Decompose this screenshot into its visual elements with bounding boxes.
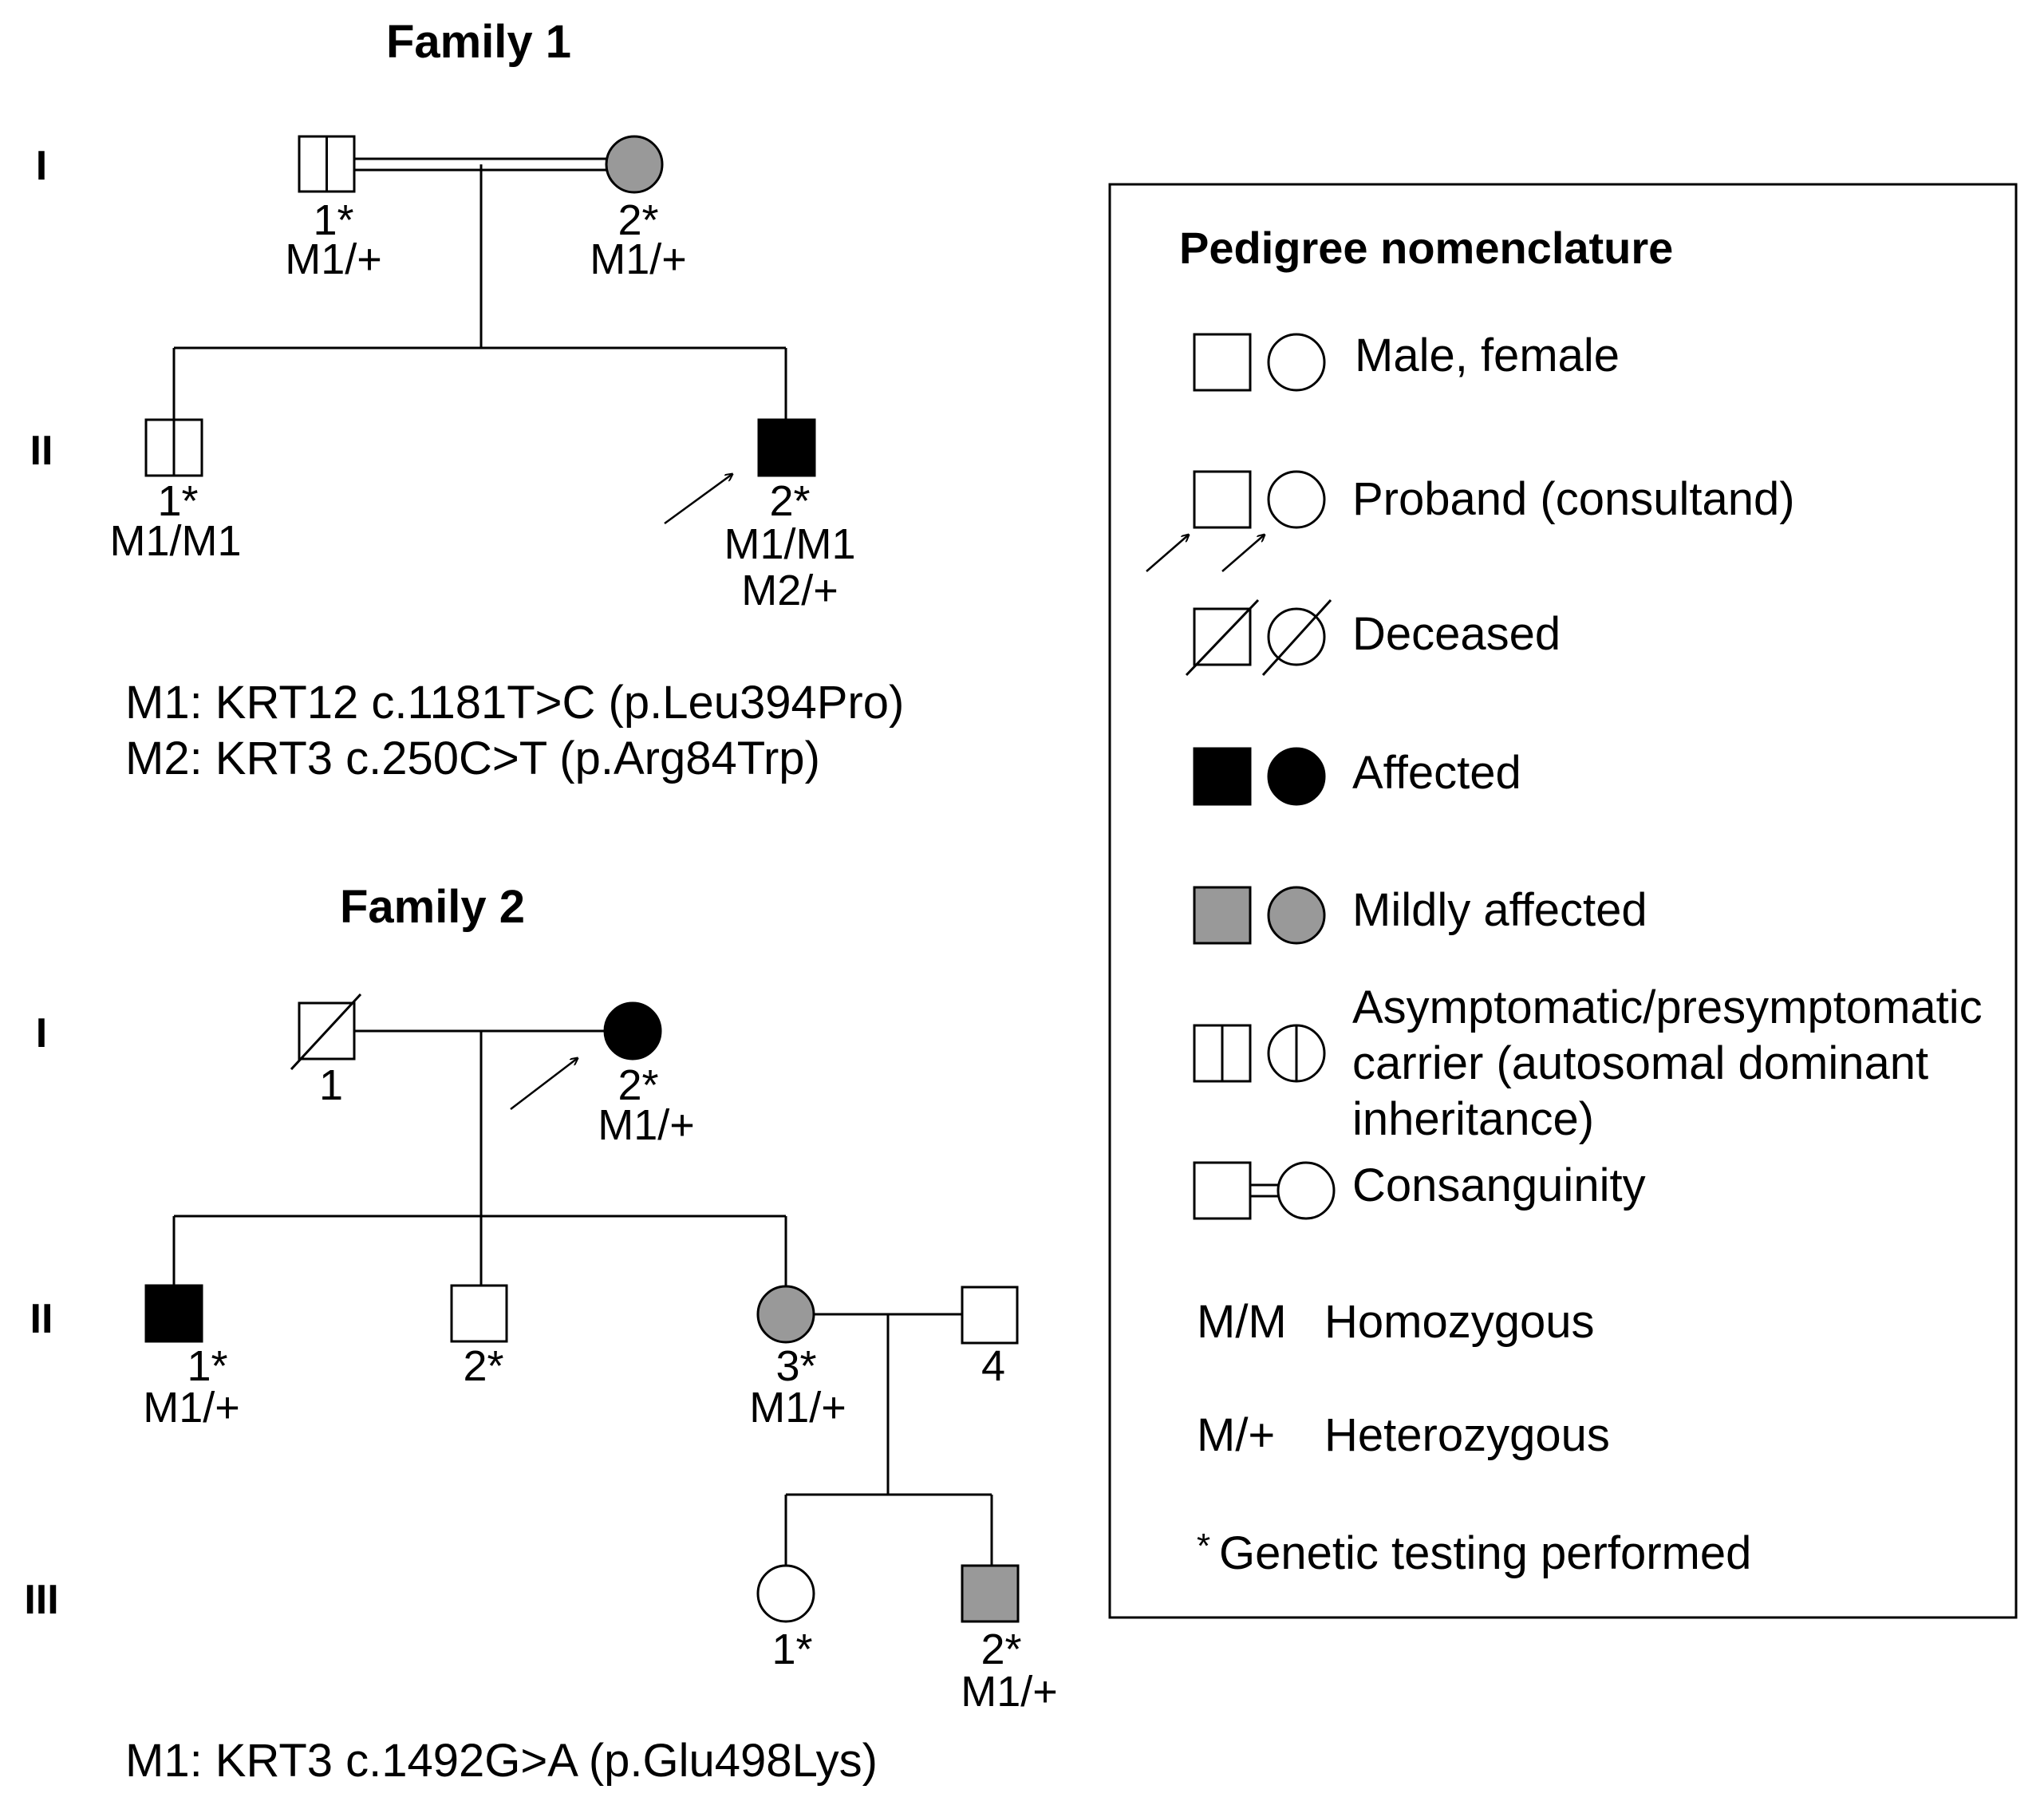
family2-mutation-1: M1: KRT3 c.1492G>A (p.Glu498Lys) — [125, 1735, 878, 1787]
family1-lines — [172, 157, 787, 420]
family2-I2-id: 2* — [618, 1061, 658, 1109]
legend-carrier-male-icon — [1193, 1024, 1252, 1083]
family2-lines — [172, 1029, 993, 1566]
legend-asterisk: * — [1197, 1527, 1210, 1566]
legend-carrier-female-icon — [1267, 1024, 1326, 1083]
legend-affected-female-icon — [1267, 747, 1326, 806]
legend-proband-female-icon — [1267, 470, 1326, 529]
legend-carrier-label-line1: Asymptomatic/presymptomatic — [1352, 982, 1983, 1033]
legend-deceased-male-icon — [1185, 598, 1260, 677]
family1-II2-id: 2* — [769, 477, 810, 525]
family2-I2-affected-female-symbol — [603, 1001, 662, 1061]
family1-II1-genotype: M1/M1 — [109, 517, 241, 565]
family2-title: Family 2 — [340, 881, 525, 933]
legend-consanguinity-label: Consanguinity — [1352, 1159, 1646, 1211]
legend-proband-arrow-female-icon — [1221, 535, 1265, 572]
legend-male-female-label: Male, female — [1355, 330, 1620, 381]
family2-II1-affected-male-symbol — [144, 1284, 203, 1343]
family1-mutation-2: M2: KRT3 c.250C>T (p.Arg84Trp) — [125, 733, 820, 784]
legend-affected-label: Affected — [1352, 747, 1521, 799]
family2-II3-genotype: M1/+ — [749, 1384, 846, 1432]
family2-III2-genotype: M1/+ — [961, 1668, 1058, 1716]
family2-II4-male-symbol — [961, 1286, 1019, 1345]
family1-I2-mild-female-symbol — [605, 135, 664, 194]
legend-mildly-affected-label: Mildly affected — [1352, 884, 1647, 936]
family2-III2-id: 2* — [981, 1625, 1021, 1673]
family2-II2-male-symbol — [450, 1284, 508, 1343]
family1-gen-II: II — [30, 428, 53, 474]
family2-III1-id: 1* — [771, 1625, 812, 1673]
legend-consanguinity-icon — [1193, 1161, 1336, 1220]
family2-III2-mild-male-symbol — [961, 1564, 1020, 1623]
family2-II1-genotype: M1/+ — [143, 1384, 240, 1432]
family1-title: Family 1 — [386, 16, 571, 68]
legend-deceased-label: Deceased — [1352, 608, 1561, 660]
legend-genetic-testing-label: Genetic testing performed — [1219, 1527, 1751, 1579]
legend-mild-female-icon — [1267, 886, 1326, 945]
family2-gen-I: I — [36, 1010, 47, 1057]
family1-II1-id: 1* — [157, 477, 198, 525]
family2-III1-female-symbol — [756, 1564, 815, 1623]
family2-II3-id: 3* — [775, 1342, 816, 1390]
family1-II2-affected-male-symbol — [757, 418, 816, 477]
family2-II1-id: 1* — [187, 1342, 227, 1390]
family1-I2-genotype: M1/+ — [590, 235, 687, 283]
legend-proband-label: Proband (consultand) — [1352, 473, 1795, 525]
legend-mild-male-icon — [1193, 886, 1252, 945]
legend-homozygous-symbol: M/M — [1197, 1296, 1287, 1348]
legend-male-icon — [1193, 333, 1252, 392]
family1-II1-carrier-male-symbol — [144, 418, 203, 477]
family1-mutation-1: M1: KRT12 c.1181T>C (p.Leu394Pro) — [125, 677, 904, 729]
family2-I1-id: 1 — [319, 1061, 343, 1109]
legend-deceased-female-icon — [1261, 598, 1332, 677]
family2-I2-proband-arrow — [510, 1058, 578, 1110]
family1-II2-genotype2: M2/+ — [741, 567, 839, 614]
legend-carrier-label-line3: inheritance) — [1352, 1093, 1594, 1145]
family1-II2-proband-arrow — [664, 474, 732, 525]
family1-gen-I: I — [36, 143, 47, 189]
family1-I1-genotype: M1/+ — [285, 235, 382, 283]
legend-heterozygous-symbol: M/+ — [1197, 1409, 1275, 1461]
family1-I1-id: 1* — [313, 196, 353, 244]
legend-affected-male-icon — [1193, 747, 1252, 806]
legend-homozygous-label: Homozygous — [1324, 1296, 1594, 1348]
family1-I1-carrier-male-symbol — [298, 135, 356, 193]
legend-female-icon — [1267, 333, 1326, 392]
family2-II3-mild-female-symbol — [756, 1285, 815, 1344]
family1-I2-id: 2* — [618, 196, 658, 244]
family2-II4-id: 4 — [981, 1342, 1005, 1390]
family1-II2-genotype: M1/M1 — [724, 520, 855, 568]
family2-gen-III: III — [24, 1577, 58, 1623]
legend-carrier-label-line2: carrier (autosomal dominant — [1352, 1037, 1928, 1089]
family2-I1-deceased-male-symbol — [290, 993, 362, 1071]
legend-heterozygous-label: Heterozygous — [1324, 1409, 1610, 1461]
legend-box — [1108, 183, 2018, 1619]
legend-title: Pedigree nomenclature — [1179, 223, 1673, 273]
family2-gen-II: II — [30, 1296, 53, 1342]
legend-proband-arrow-male-icon — [1146, 535, 1189, 572]
family2-II2-id: 2* — [463, 1342, 503, 1390]
family2-I2-genotype: M1/+ — [598, 1101, 695, 1149]
legend-proband-male-icon — [1193, 470, 1252, 529]
